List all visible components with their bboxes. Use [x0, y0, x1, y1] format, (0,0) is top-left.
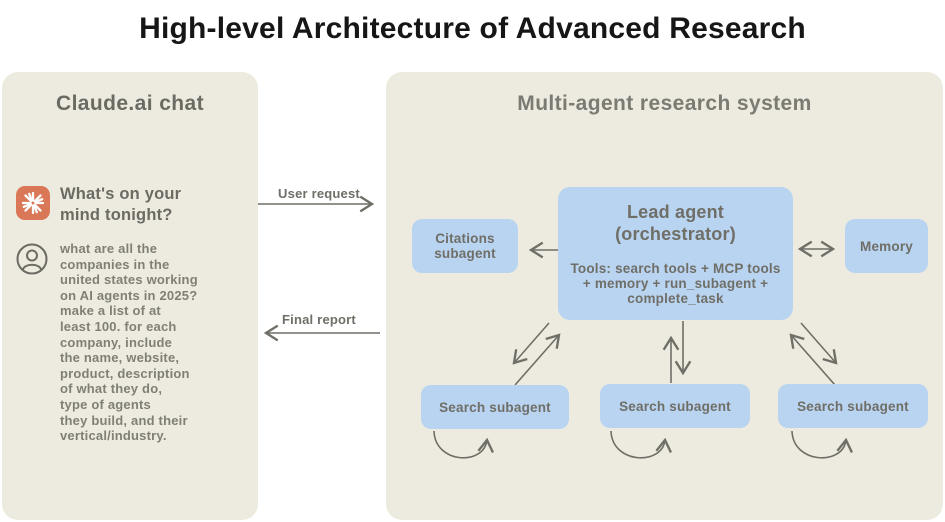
user-message: what are all the companies in the united…: [60, 241, 198, 444]
citations-subagent-node: Citations subagent: [412, 219, 518, 273]
lead-to-search1-arrow: [512, 322, 550, 365]
lead-agent-node: Lead agent (orchestrator) Tools: search …: [558, 187, 793, 320]
research-panel-title: Multi-agent research system: [517, 92, 812, 115]
search-subagent-node-1: Search subagent: [421, 385, 569, 429]
lead-agent-title: Lead agent (orchestrator): [615, 202, 736, 244]
search1-to-lead-arrow: [514, 333, 561, 386]
assistant-greeting: What's on your mind tonight?: [60, 185, 182, 224]
user-request-label: User request: [278, 186, 360, 201]
search1-self-loop-arrow: [433, 430, 494, 459]
memory-node: Memory: [845, 219, 928, 273]
lead-agent-tools: Tools: search tools + MCP tools + memory…: [570, 261, 781, 306]
claude-chat-panel: Claude.ai chat What's on your mind tonig…: [2, 72, 258, 520]
user-avatar-icon: [16, 243, 48, 275]
lead-to-search3-arrow: [800, 322, 838, 365]
search3-self-loop-arrow: [791, 430, 853, 459]
claude-starburst: [21, 191, 45, 215]
search2-self-loop-arrow: [610, 430, 672, 459]
claude-logo-icon: [16, 186, 50, 220]
search-subagent-node-3: Search subagent: [778, 384, 928, 428]
search3-to-lead-arrow: [789, 333, 836, 386]
page-title: High-level Architecture of Advanced Rese…: [139, 12, 806, 45]
chat-panel-title: Claude.ai chat: [56, 92, 204, 115]
search-subagent-node-2: Search subagent: [600, 384, 750, 428]
final-report-label: Final report: [282, 312, 356, 327]
